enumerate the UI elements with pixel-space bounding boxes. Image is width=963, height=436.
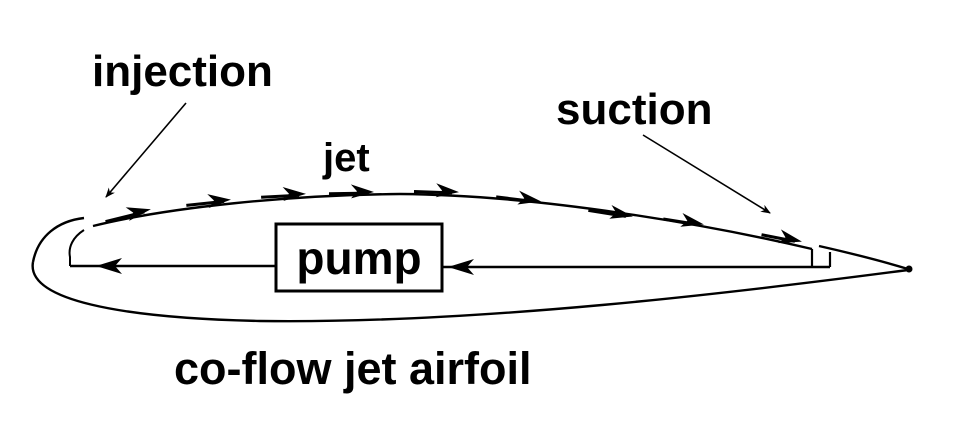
airfoil-aft-upper-surface [818,244,909,271]
injection-label: injection [92,47,273,96]
jet-flow-arrow [413,183,459,198]
trailing-edge-tip [905,265,913,273]
jet-flow-arrow [186,194,231,209]
suction-pointer-arrow [642,134,771,214]
return-flow-arrow-left [96,258,122,274]
diagram-caption: co-flow jet airfoil [174,343,532,394]
suction-label: suction [556,85,713,134]
jet-flow-arrow [761,229,802,244]
jet-label: jet [323,136,370,180]
return-flow-arrow-right [448,259,474,275]
jet-flow-arrow [588,204,633,219]
jet-flow-arrows [105,183,802,244]
injection-duct-inner-wall [68,229,85,266]
airfoil-upper-jet-surface [92,192,813,251]
jet-flow-arrow [261,187,306,202]
injection-pointer-arrow [105,102,187,198]
jet-flow-arrow [663,212,704,227]
airfoil-lower-surface [31,261,909,323]
jet-flow-arrow [328,184,374,199]
airfoil-nose-outline [31,216,85,263]
jet-flow-arrow [496,190,541,205]
pump-label: pump [296,231,422,284]
pump-box [274,222,444,293]
jet-flow-arrow [105,207,151,224]
